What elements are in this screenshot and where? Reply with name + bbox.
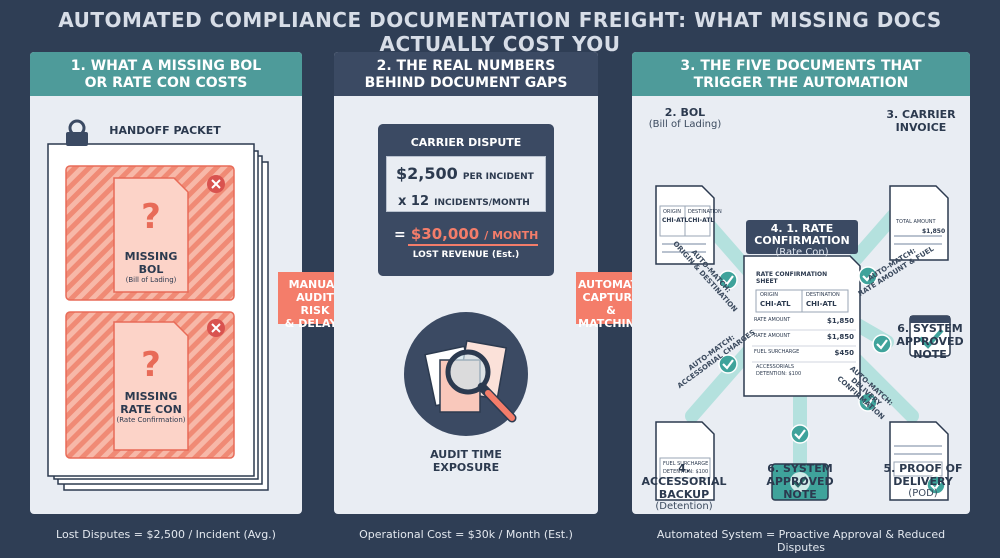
rate-con-title1: 4. 1. RATE [770,222,834,235]
rate-con-row-label: RATE AMOUNT [754,317,791,323]
missing-bol-title2: BOL [138,263,164,276]
approved-note-right-title3: NOTE [913,348,947,361]
accessorial-title1: 4. ACCESSORIAL [641,462,727,488]
bol-dest-label: DESTINATION [688,209,722,215]
missing-bol-sub: (Bill of Lading) [125,276,177,284]
svg-text:?: ? [141,345,161,385]
rate-con-acc-line2: DETENTION: $100 [756,371,802,377]
dispute-per-month: / MONTH [484,229,539,242]
page-title: AUTOMATED COMPLIANCE DOCUMENTATION FREIG… [58,8,942,56]
rate-con-row-value: $1,850 [826,333,854,341]
carrier-invoice-title1: 3. CARRIER [886,108,956,121]
dispute-total-line: = $30,000 / MONTH [394,224,554,243]
pod-title1: 5. PROOF OF [883,462,963,475]
missing-ratecon-title1: MISSING [124,390,178,403]
carrier-invoice-title2: INVOICE [895,121,947,134]
panel-real-numbers: 2. THE REAL NUMBERS BEHIND DOCUMENT GAPS… [334,52,598,514]
panel-3-heading: 3. THE FIVE DOCUMENTS THAT TRIGGER THE A… [632,52,970,96]
lost-revenue-label: LOST REVENUE (Est.) [412,250,520,260]
approved-note-right: 6. SYSTEM APPROVED NOTE [890,322,970,361]
audit-exposure-label: AUDIT TIME EXPOSURE [394,448,538,474]
panel-five-documents: 3. THE FIVE DOCUMENTS THAT TRIGGER THE A… [632,52,970,514]
rate-con-sub: (Rate Con) [775,247,829,258]
missing-ratecon-sub: (Rate Confirmation) [116,416,186,424]
missing-ratecon-card: MISSING RATE CON (Rate Confirmation) [102,390,200,424]
missing-bol-card: MISSING BOL (Bill of Lading) [114,250,188,284]
audit-label-line1: AUDIT TIME [430,448,502,461]
dispute-amount-line: $2,500 PER INCIDENT [396,164,546,183]
rate-con-sheet-line1: RATE CONFIRMATION [756,271,828,278]
rate-con-accessorials: ACCESSORIALS DETENTION: $100 [756,364,852,378]
handoff-packet-label: HANDOFF PACKET [109,124,221,137]
rate-con-origin-label: ORIGIN [760,292,778,298]
arrow-automate-label: AUTOMATE CAPTURE & MATCHING [578,278,646,330]
pod-sub: (POD) [908,488,938,499]
handoff-packet-illustration: ? ? [47,119,269,491]
dispute-amount: $2,500 [396,164,458,183]
missing-ratecon-title2: RATE CON [120,403,182,416]
rate-con-sheet-title: RATE CONFIRMATION SHEET [756,271,846,285]
rate-con-row-1: RATE AMOUNT $1,850 [754,317,854,325]
dispute-per-incident: PER INCIDENT [462,172,534,182]
dispute-multiplier: x 12 [398,194,430,209]
arrow-manual-audit-label: MANUAL AUDIT RISK & DELAYS [284,278,346,330]
rate-con-acc-line1: ACCESSORIALS [756,364,795,370]
accessorial-doc: 4. ACCESSORIAL BACKUP (Detention) [634,462,734,512]
bol-origin-value: CHI-ATL [662,217,689,224]
rate-con-dest-label: DESTINATION [806,292,840,298]
rate-con-sheet-line2: SHEET [756,278,778,285]
bol-doc: 2. BOL (Bill of Lading) [642,106,728,130]
approved-note-center: 6. SYSTEM APPROVED NOTE [760,462,840,501]
bol-title: 2. BOL [664,106,706,119]
rate-con-row-value: $450 [834,349,854,357]
footer-panel-2: Operational Cost = $30k / Month (Est.) [359,528,573,541]
dispute-incidents: INCIDENTS/MONTH [434,198,530,208]
rate-con-row-label: RATE AMOUNT [754,333,791,339]
panel-2-heading: 2. THE REAL NUMBERS BEHIND DOCUMENT GAPS [334,52,598,96]
panel-1-heading: 1. WHAT A MISSING BOL OR RATE CON COSTS [30,52,302,96]
carrier-dispute-title: CARRIER DISPUTE [410,136,522,149]
pod-doc: 5. PROOF OF DELIVERY (POD) [878,462,968,499]
rate-con-title2: CONFIRMATION [754,234,850,247]
bol-origin-label: ORIGIN [663,209,681,215]
audit-label-line2: EXPOSURE [432,461,500,474]
dispute-total: $30,000 [410,225,480,243]
approved-note-right-title2: APPROVED [896,335,964,348]
bol-dest-value: CHI-ATL [688,217,715,224]
rate-con-dest-value: CHI-ATL [806,300,837,308]
rate-con-row-3: FUEL SURCHARGE $450 [754,349,854,357]
panel-missing-docs: 1. WHAT A MISSING BOL OR RATE CON COSTS … [30,52,302,514]
carrier-invoice-total-label: TOTAL AMOUNT [896,219,936,225]
approved-note-center-title3: NOTE [783,488,817,501]
rate-con-origin-value: CHI-ATL [760,300,791,308]
approved-note-right-title1: 6. SYSTEM [897,322,963,335]
accessorial-sub: (Detention) [655,501,713,512]
svg-text:?: ? [141,197,161,237]
missing-bol-title1: MISSING [124,250,178,263]
bol-sub: (Bill of Lading) [648,119,722,130]
dispute-multiplier-line: x 12 INCIDENTS/MONTH [398,190,548,209]
accessorial-title2: BACKUP [658,488,710,501]
dispute-total-underline [408,244,538,246]
dispute-equals: = [394,227,406,243]
approved-note-center-title2: APPROVED [766,475,834,488]
rate-con-row-label: FUEL SURCHARGE [754,349,800,355]
accessorial-field-1: FUEL SURCHARGE [663,461,709,467]
rate-con-row-2: RATE AMOUNT $1,850 [754,333,854,341]
approved-note-center-title1: 6. SYSTEM [767,462,833,475]
pod-title2: DELIVERY [893,475,953,488]
magnifier-icon [404,312,528,436]
document-network-illustration [655,185,951,501]
rate-con-header: 4. 1. RATE CONFIRMATION (Rate Con) [746,222,858,259]
rate-con-row-value: $1,850 [826,317,854,325]
carrier-invoice-total-value: $1,850 [922,228,946,235]
dispute-calc-box [386,156,546,212]
accessorial-field-2: DETENTION: $100 [663,469,709,475]
footer-panel-1: Lost Disputes = $2,500 / Incident (Avg.) [56,528,276,541]
footer-panel-3: Automated System = Proactive Approval & … [656,528,946,554]
carrier-invoice-doc: 3. CARRIER INVOICE [878,108,964,134]
